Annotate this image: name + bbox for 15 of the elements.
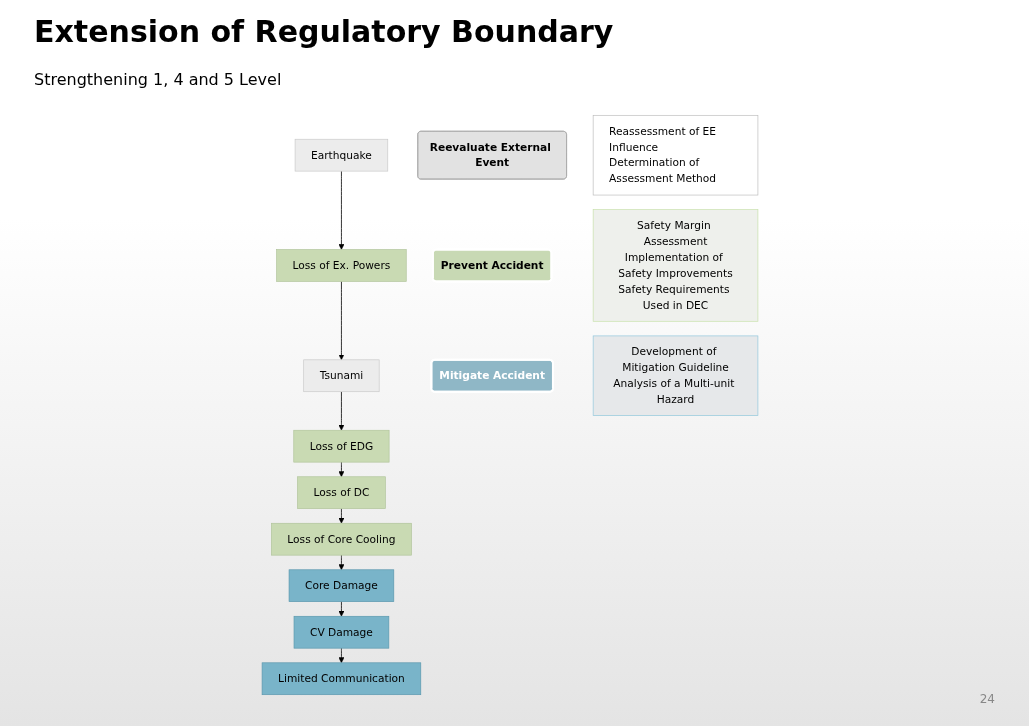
node-box: Core Damage (288, 569, 395, 602)
node-box: Safety Margin Assessment Implementation of Safety Improvements Safety Requirements Used in DEC (592, 209, 759, 322)
node-box: Loss of Core Cooling (271, 522, 412, 556)
node-box: Loss of EDG (293, 429, 390, 463)
node-box: Development of Mitigation Guideline Analysis of a Multi-unit Hazard (592, 335, 759, 416)
node-box: Loss of DC (297, 476, 386, 509)
slide-title: Extension of Regulatory Boundary (34, 14, 614, 49)
node-box: Loss of Ex. Powers (276, 249, 407, 282)
node-box: CV Damage (293, 615, 390, 649)
node-box: Limited Communication (261, 662, 422, 695)
node-box: Earthquake (294, 138, 389, 172)
page-number: 24 (979, 692, 995, 706)
node-box: Reassessment of EE Influence Determination of Assessment Method (592, 115, 759, 196)
subtitle: Strengthening 1, 4 and 5 Level (34, 70, 282, 89)
node-box: Tsunami (303, 359, 380, 393)
